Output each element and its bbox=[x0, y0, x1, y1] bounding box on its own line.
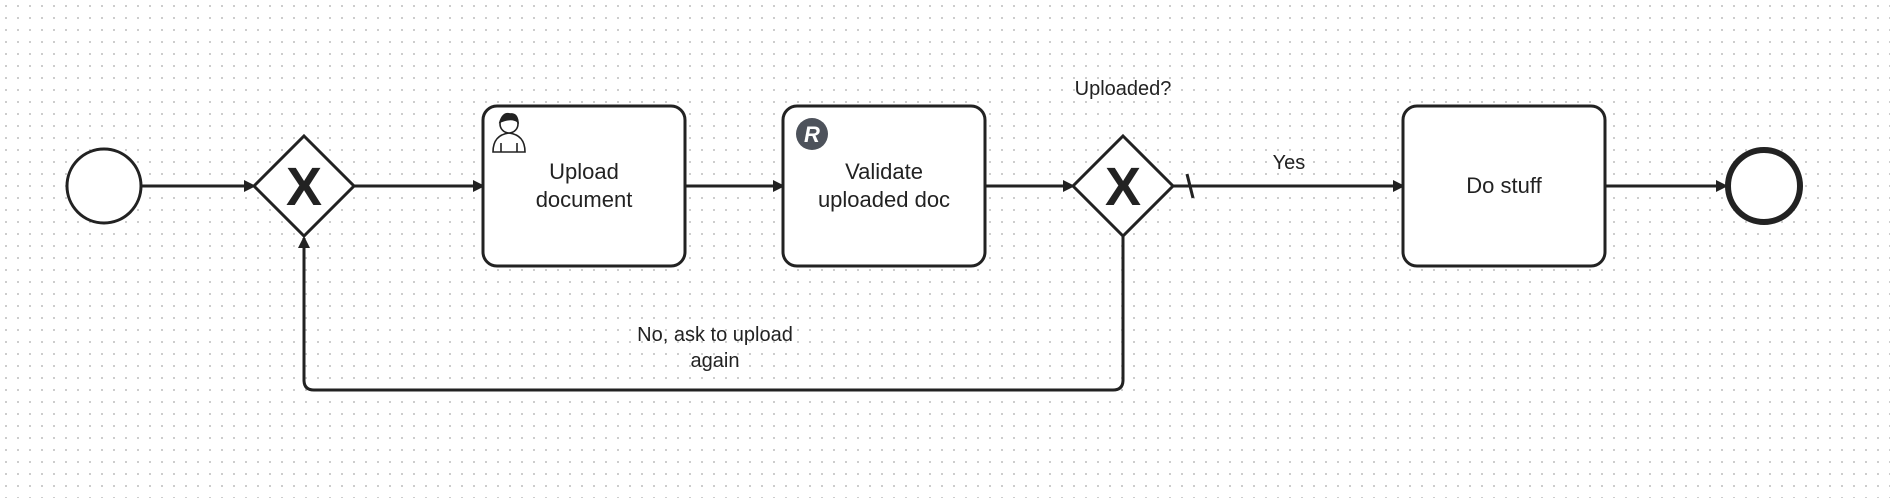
task-label-line1: Upload bbox=[549, 159, 619, 184]
end-event[interactable] bbox=[1725, 147, 1803, 225]
user-icon bbox=[492, 112, 526, 153]
task-label: Do stuff bbox=[1466, 173, 1542, 198]
merge-gateway[interactable]: X bbox=[251, 133, 357, 239]
gateway-x-marker: X bbox=[1105, 157, 1141, 217]
rule-r-icon: R bbox=[796, 118, 828, 150]
default-flow-marker bbox=[1185, 173, 1195, 199]
flow-decision-to-merge-loop[interactable] bbox=[298, 236, 1125, 392]
task-label-line2: document bbox=[536, 187, 633, 212]
task-do-stuff[interactable]: Do stuff bbox=[1401, 104, 1607, 268]
task-upload-document[interactable]: Upload document bbox=[481, 104, 687, 268]
task-label-line2: uploaded doc bbox=[818, 187, 950, 212]
gateway-x-marker: X bbox=[286, 157, 322, 217]
flow-label-yes: Yes bbox=[1273, 152, 1306, 174]
rule-icon-glyph: R bbox=[804, 122, 820, 147]
gateway-label-uploaded: Uploaded? bbox=[1075, 78, 1172, 100]
flow-label-no-line2: again bbox=[691, 350, 740, 372]
flow-label-no-line1: No, ask to upload bbox=[637, 324, 793, 346]
task-label-line1: Validate bbox=[845, 159, 923, 184]
start-event[interactable] bbox=[65, 147, 143, 225]
task-validate-uploaded-doc[interactable]: R Validate uploaded doc bbox=[781, 104, 987, 268]
decision-gateway[interactable]: X bbox=[1070, 133, 1176, 239]
